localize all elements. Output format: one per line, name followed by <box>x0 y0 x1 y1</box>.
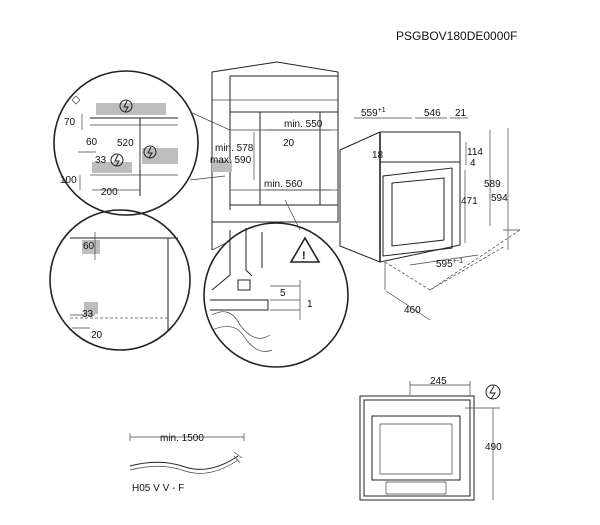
dim-595: 595+-1 <box>436 258 463 270</box>
dim-70: 70 <box>64 117 76 128</box>
dim-100: 100 <box>60 175 77 186</box>
dim-594: 594 <box>491 193 508 204</box>
dim-4: 4 <box>470 158 476 169</box>
dim-559: 559+1 <box>361 107 386 119</box>
detail-circle-warning: 5 1 ! <box>203 199 349 368</box>
cabinet-drawing: min. 550 min. 578 max. 590 20 min. 560 <box>210 61 339 250</box>
dim-546: 546 <box>424 108 441 119</box>
model-code: PSGBOV180DE0000F <box>396 29 517 43</box>
cable-length: min. 1500 <box>160 433 204 444</box>
dim-20: 20 <box>91 330 103 341</box>
warning-icon: ! <box>289 236 321 263</box>
cable-type: H05 V V - F <box>132 483 184 494</box>
front-view-drawing: 245 490 <box>359 376 502 501</box>
dim-589: 589 <box>484 179 501 190</box>
dim-min-550: min. 550 <box>284 119 323 130</box>
dim-60: 60 <box>83 241 95 252</box>
svg-text:!: ! <box>302 250 306 262</box>
dim-471: 471 <box>461 196 478 207</box>
cable-drawing: min. 1500 H05 V V - F <box>129 433 245 494</box>
dim-114: 114 <box>467 147 483 158</box>
dim-490: 490 <box>485 442 502 453</box>
dim-5: 5 <box>280 288 286 299</box>
dim-1: 1 <box>307 299 313 310</box>
electric-icon <box>110 153 124 167</box>
cutout-lower-grey <box>92 162 132 173</box>
dim-200: 200 <box>101 187 118 198</box>
oven-drawing: 559+1 546 21 114 4 18 471 589 594 595+-1… <box>339 107 521 321</box>
electric-icon <box>485 384 501 400</box>
electric-icon <box>143 145 157 159</box>
electric-icon <box>119 99 133 113</box>
dim-245: 245 <box>430 376 447 387</box>
dim-18: 18 <box>372 150 384 161</box>
dim-460: 460 <box>404 305 421 316</box>
dim-33: 33 <box>95 155 107 166</box>
detail-circle-bottom-left: 60 33 20 <box>49 209 191 351</box>
dim-60: 60 <box>86 137 98 148</box>
detail-circle-top-left: 70 60 520 33 100 200 <box>53 70 199 216</box>
dim-520: 520 <box>117 138 134 149</box>
dim-min-560: min. 560 <box>264 179 303 190</box>
dim-20: 20 <box>283 138 295 149</box>
dim-21: 21 <box>455 108 467 119</box>
dim-33: 33 <box>82 309 94 320</box>
dim-min-578: min. 578 <box>215 143 254 154</box>
dim-max-590: max. 590 <box>210 155 252 166</box>
